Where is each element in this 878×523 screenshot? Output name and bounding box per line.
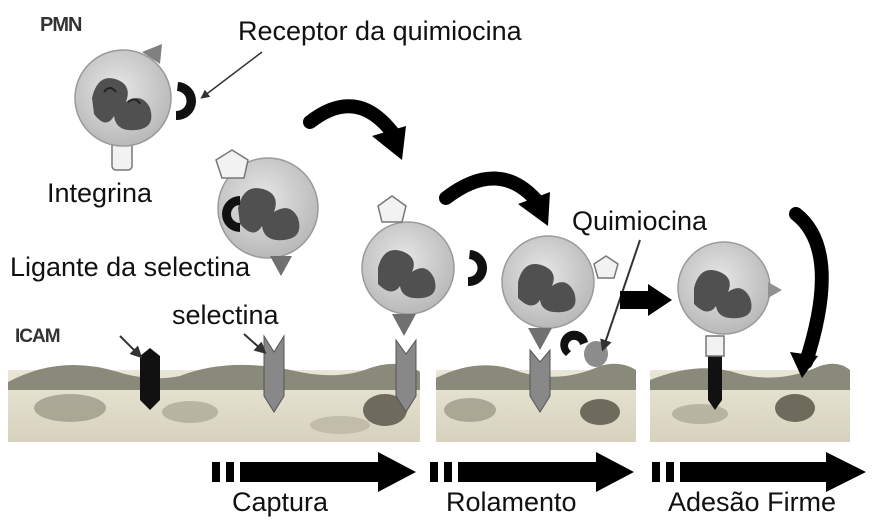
flow-arrow-1 xyxy=(310,106,406,160)
flow-arrow-4 xyxy=(790,214,822,378)
icam-receptor-1 xyxy=(140,348,160,410)
chemokine-label: Quimiocina xyxy=(572,206,707,237)
icam-label: ICAM xyxy=(15,326,60,348)
selectin-pointer xyxy=(244,334,262,350)
flow-arrow-3 xyxy=(620,284,672,316)
chemokine-receptor-label: Receptor da quimiocina xyxy=(238,16,522,47)
pmn-cell-4 xyxy=(502,236,640,367)
selectin-label: selectina xyxy=(172,300,279,331)
endothelium-panel-1 xyxy=(8,364,420,442)
flow-arrow-2 xyxy=(446,178,550,226)
stage-label-adesao: Adesão Firme xyxy=(668,487,836,518)
stage-label-rolamento: Rolamento xyxy=(446,487,577,518)
chemokine-receptor-icon xyxy=(176,82,196,120)
receptor-pointer xyxy=(204,52,262,96)
selectin-ligand-label: Ligante da selectina xyxy=(10,252,250,283)
pmn-cell-5 xyxy=(678,242,782,334)
stage-arrow-rolamento xyxy=(430,452,634,492)
pmn-cell-1 xyxy=(75,44,196,170)
pmn-cell-3 xyxy=(362,196,487,336)
icam-receptor-2 xyxy=(706,336,724,410)
stage-arrow-captura xyxy=(212,452,416,492)
endothelium-panel-3 xyxy=(650,364,850,442)
pmn-label: PMN xyxy=(40,14,81,37)
selectin-receptor-1 xyxy=(264,336,284,412)
selectin-receptor-2 xyxy=(396,340,416,412)
integrin-label: Integrina xyxy=(47,178,152,209)
stage-label-captura: Captura xyxy=(232,487,328,518)
icam-pointer xyxy=(120,336,138,354)
stage-arrow-adesao xyxy=(652,452,866,492)
